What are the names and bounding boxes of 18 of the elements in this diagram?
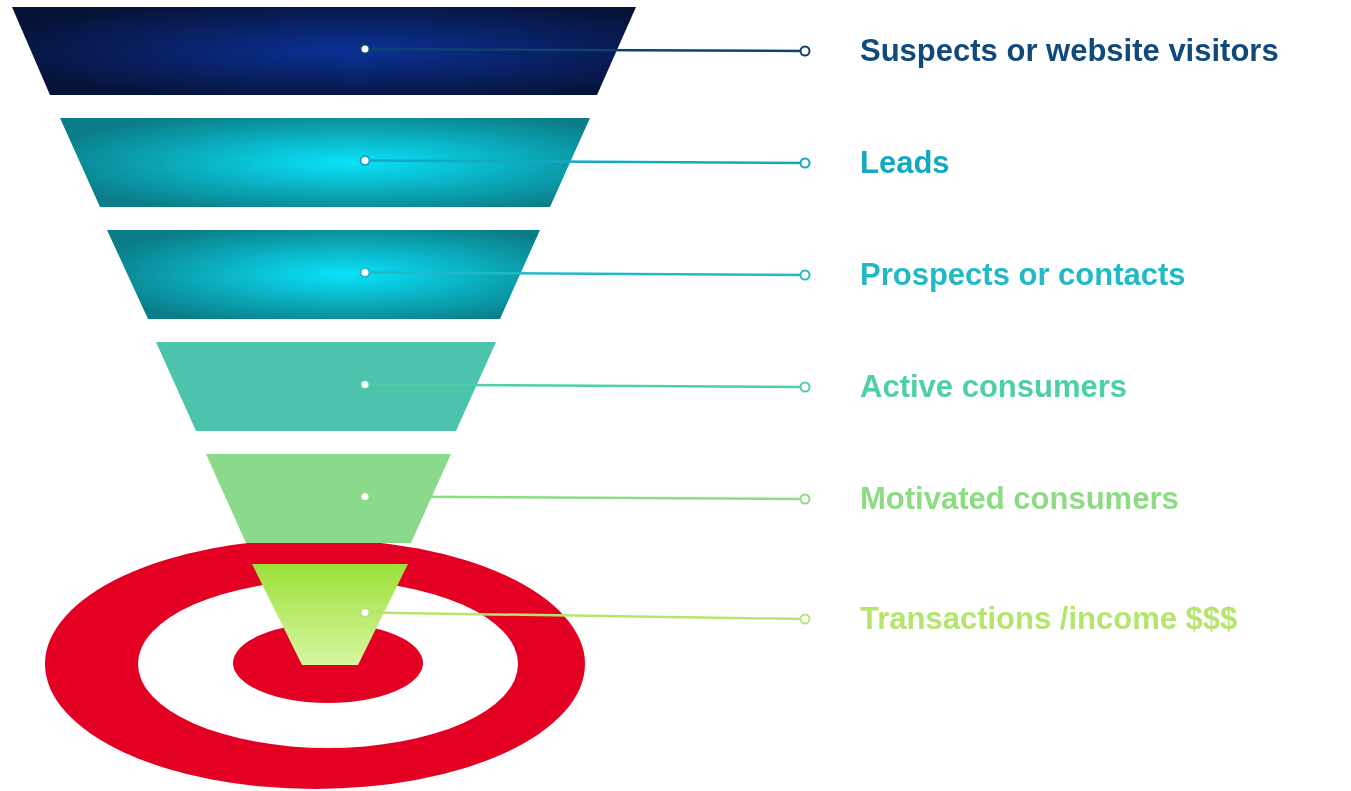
leader-line [359, 607, 811, 625]
funnel-segment [156, 342, 496, 431]
stage-label: Suspects or website visitors [860, 27, 1279, 75]
stage-label: Prospects or contacts [860, 251, 1186, 299]
leader-line [359, 267, 811, 281]
leader-line [359, 155, 811, 169]
leader-line [359, 43, 811, 57]
stage-label: Transactions /income $$$ [860, 595, 1238, 643]
funnel-segment [206, 454, 451, 543]
stage-label: Leads [860, 139, 950, 187]
leader-line [359, 491, 811, 505]
stage-label: Motivated consumers [860, 475, 1179, 523]
funnel-segment [107, 230, 540, 319]
leader-line [359, 379, 811, 393]
funnel-segment [12, 7, 636, 95]
funnel-segment [252, 564, 408, 665]
funnel-segment [60, 118, 590, 207]
stage-label: Active consumers [860, 363, 1128, 411]
